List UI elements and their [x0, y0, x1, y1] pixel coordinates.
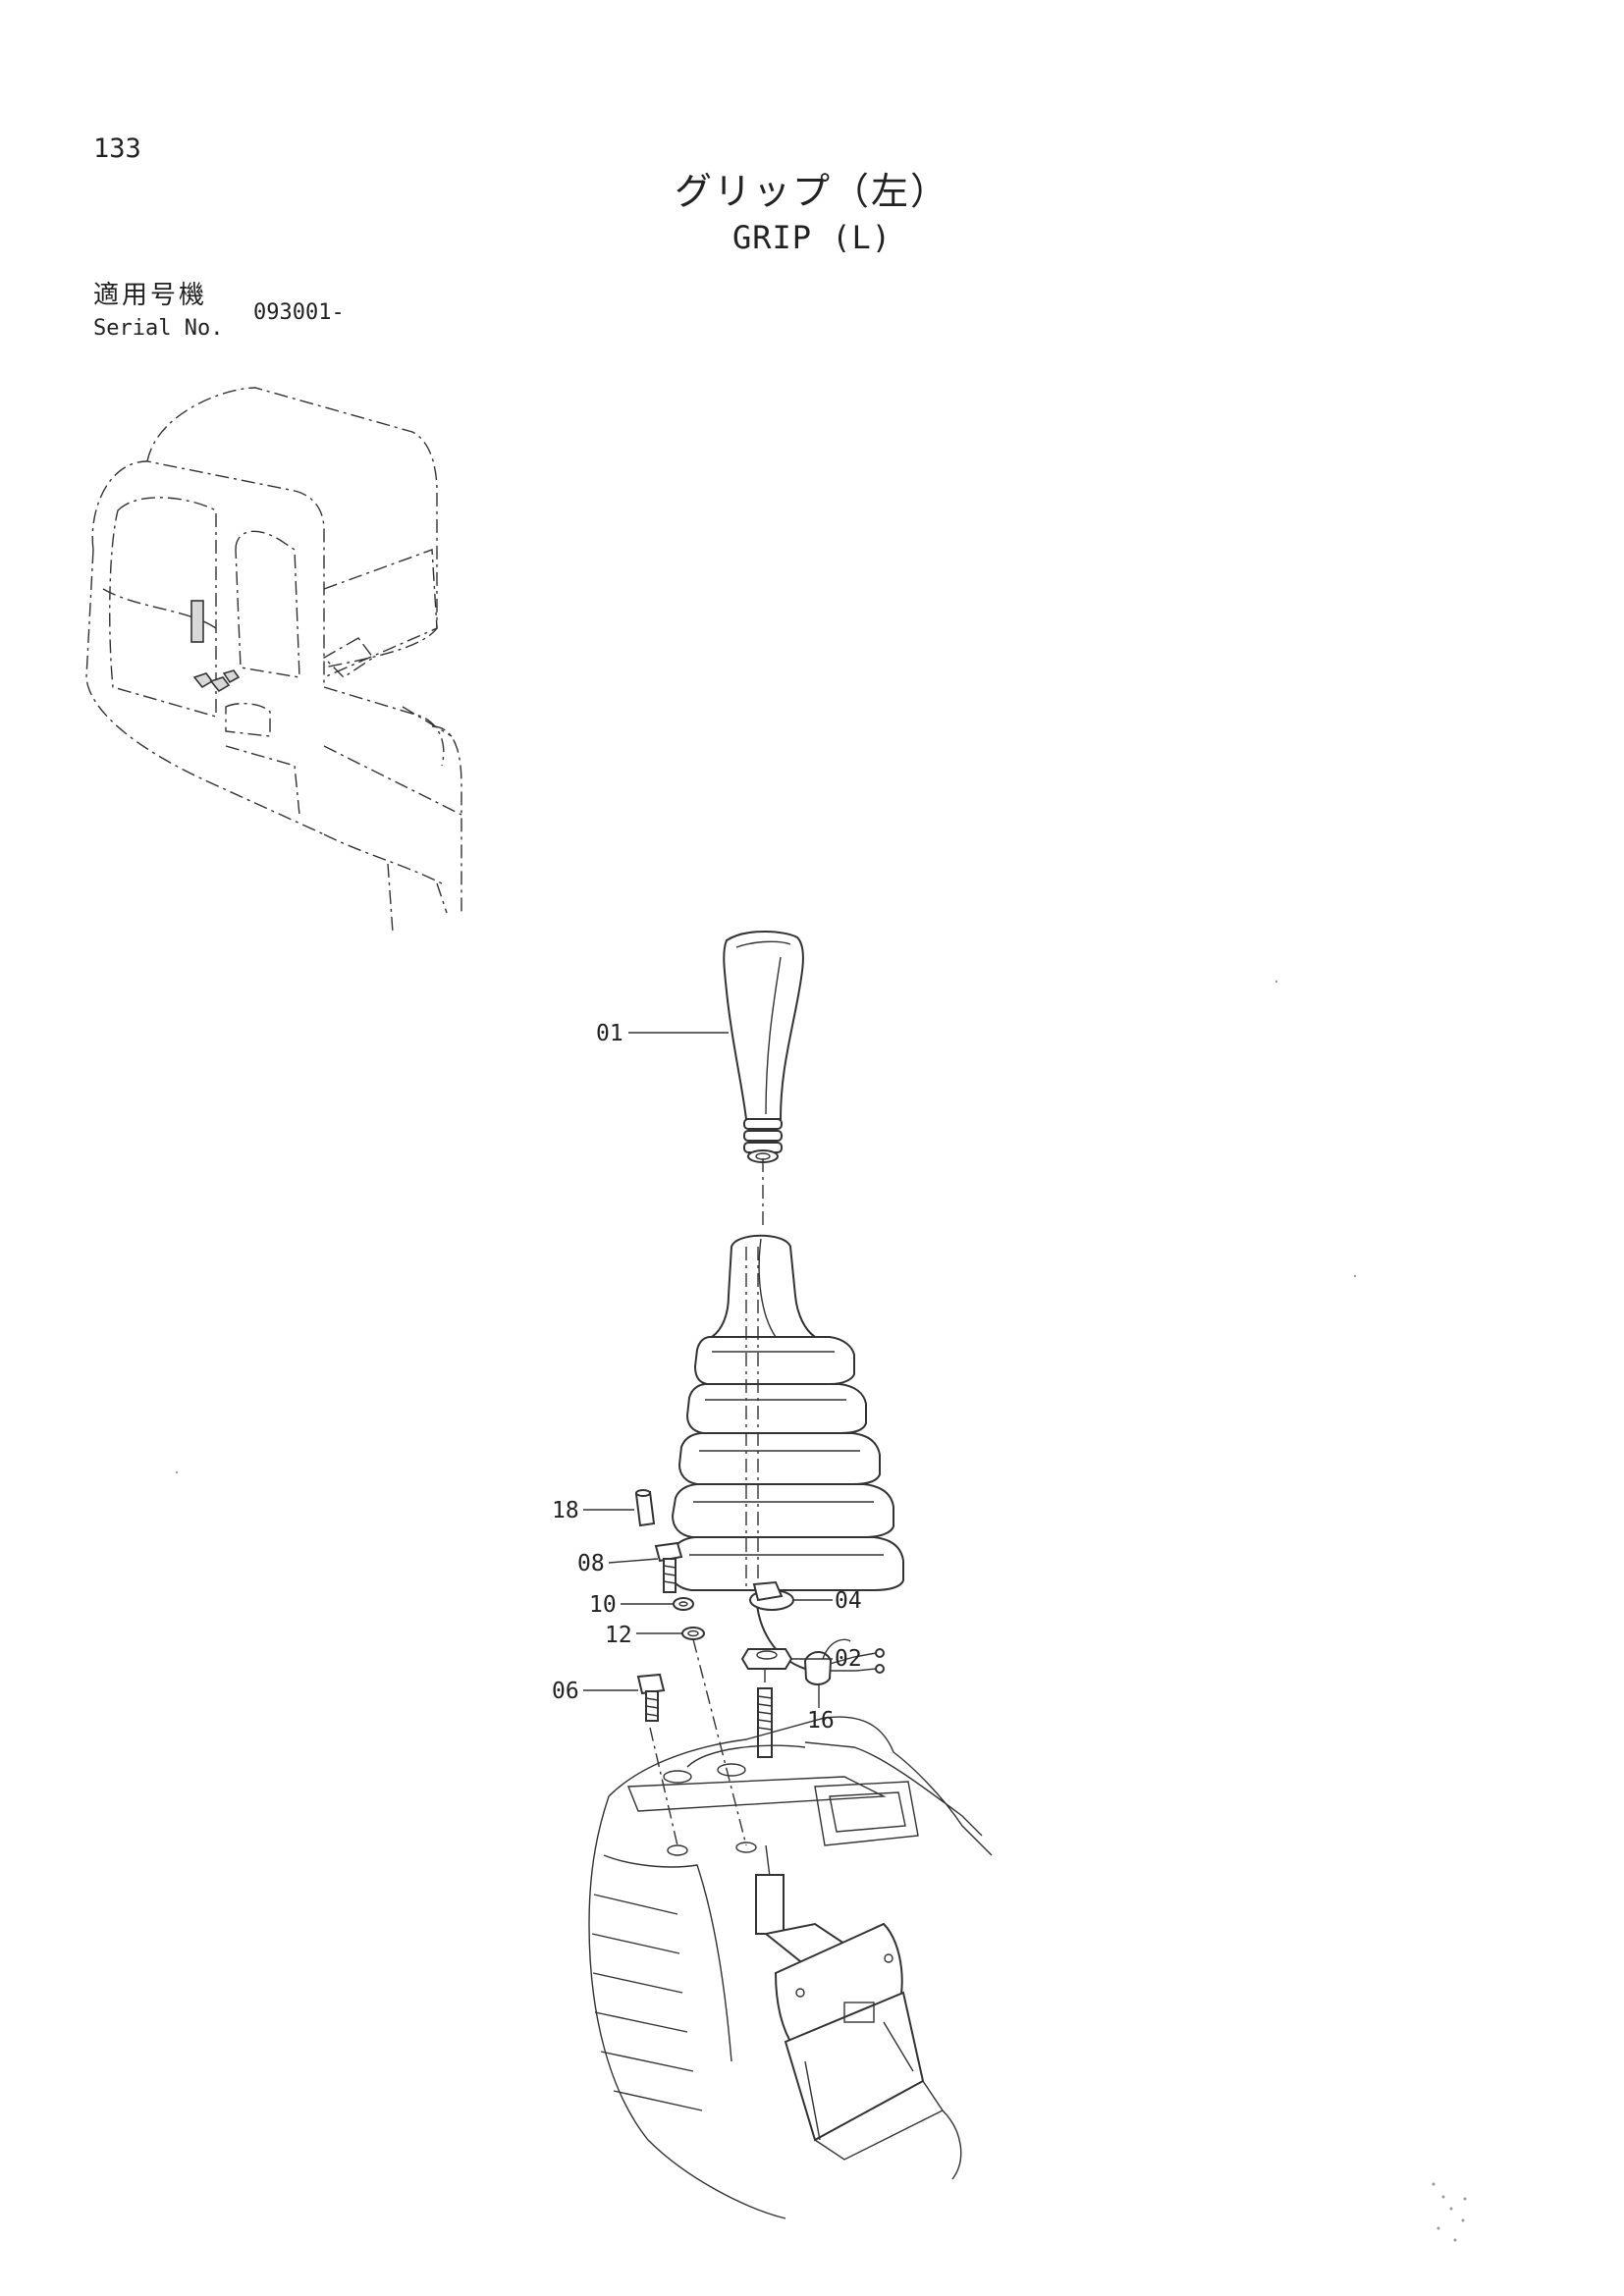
callout-01: 01 — [596, 1021, 729, 1046]
svg-text:04: 04 — [835, 1588, 862, 1614]
part-washer-10 — [673, 1597, 694, 1611]
callout-08: 08 — [577, 1551, 659, 1576]
part-bolt-06 — [636, 1673, 666, 1722]
cab-location-illustration — [85, 387, 462, 934]
page-title-jp: グリップ（左） — [674, 170, 949, 213]
part-clamp-04 — [749, 1580, 794, 1611]
serial-label-en: Serial No. — [93, 316, 224, 341]
part-stud — [757, 1687, 773, 1758]
part-control-console — [588, 1716, 993, 2219]
part-lever-boot — [668, 1234, 904, 1670]
part-pin-18 — [634, 1489, 656, 1527]
callout-18: 18 — [552, 1498, 634, 1523]
svg-text:02: 02 — [835, 1646, 862, 1672]
scan-speckle — [175, 980, 1467, 2242]
svg-text:01: 01 — [596, 1021, 623, 1046]
part-harness-clip — [803, 1638, 885, 1685]
svg-text:06: 06 — [552, 1679, 579, 1704]
part-bolt-08 — [654, 1541, 683, 1593]
page-number: 133 — [93, 133, 141, 164]
callout-04: 04 — [793, 1588, 862, 1614]
serial-label-jp: 適用号機 — [93, 281, 208, 310]
callout-02: 02 — [791, 1646, 862, 1672]
serial-number-value: 093001- — [253, 300, 345, 325]
callout-12: 12 — [605, 1623, 682, 1648]
svg-text:12: 12 — [605, 1623, 632, 1648]
part-nut-02 — [740, 1648, 793, 1670]
callout-10: 10 — [589, 1592, 674, 1618]
svg-text:08: 08 — [577, 1551, 605, 1576]
part-grip — [723, 931, 804, 1163]
callout-16: 16 — [807, 1684, 835, 1734]
page-title-en: GRIP (L) — [731, 219, 893, 256]
callout-06: 06 — [552, 1679, 638, 1704]
svg-text:10: 10 — [589, 1592, 617, 1618]
part-washer-12 — [681, 1627, 705, 1640]
svg-text:18: 18 — [552, 1498, 579, 1523]
svg-text:16: 16 — [807, 1708, 835, 1734]
